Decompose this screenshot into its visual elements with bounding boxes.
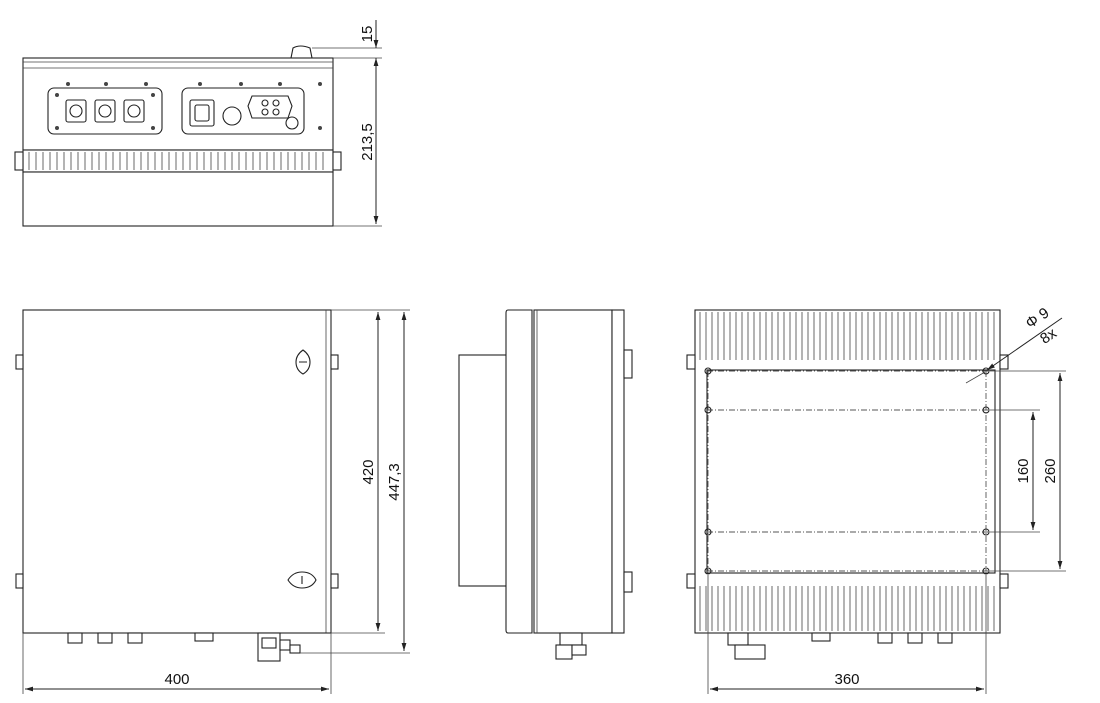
top-view-fins xyxy=(28,152,324,170)
dim-back-160: 160 xyxy=(1015,458,1032,483)
side-view xyxy=(458,309,633,660)
back-view-bottom-connectors xyxy=(727,632,953,660)
dim-front-447-3: 447,3 xyxy=(386,463,403,501)
back-view xyxy=(686,309,1009,660)
front-view-bottom-connectors xyxy=(67,632,301,662)
dim-back-260: 260 xyxy=(1042,458,1059,483)
dim-front-400: 400 xyxy=(164,671,189,688)
dim-hole-count: 8x xyxy=(1037,325,1060,348)
front-view-dimensions: 420 447,3 400 xyxy=(22,309,410,694)
top-view-dc-connectors xyxy=(65,99,145,123)
dim-back-360: 360 xyxy=(834,671,859,688)
top-view xyxy=(14,45,342,227)
back-view-dimensions: 160 260 360 Φ 9 8x xyxy=(707,304,1066,694)
front-view xyxy=(15,309,339,662)
dim-side-213-5: 213,5 xyxy=(359,123,376,161)
mounting-holes xyxy=(704,367,990,575)
back-view-fins-top xyxy=(699,312,995,360)
lock-lower-icon xyxy=(287,571,317,589)
top-view-dimensions: 15 213,5 xyxy=(312,20,382,227)
back-view-fins-bottom xyxy=(699,586,995,631)
lock-upper-icon xyxy=(295,349,311,375)
dim-front-420: 420 xyxy=(360,459,377,484)
dim-top-15: 15 xyxy=(359,26,376,43)
